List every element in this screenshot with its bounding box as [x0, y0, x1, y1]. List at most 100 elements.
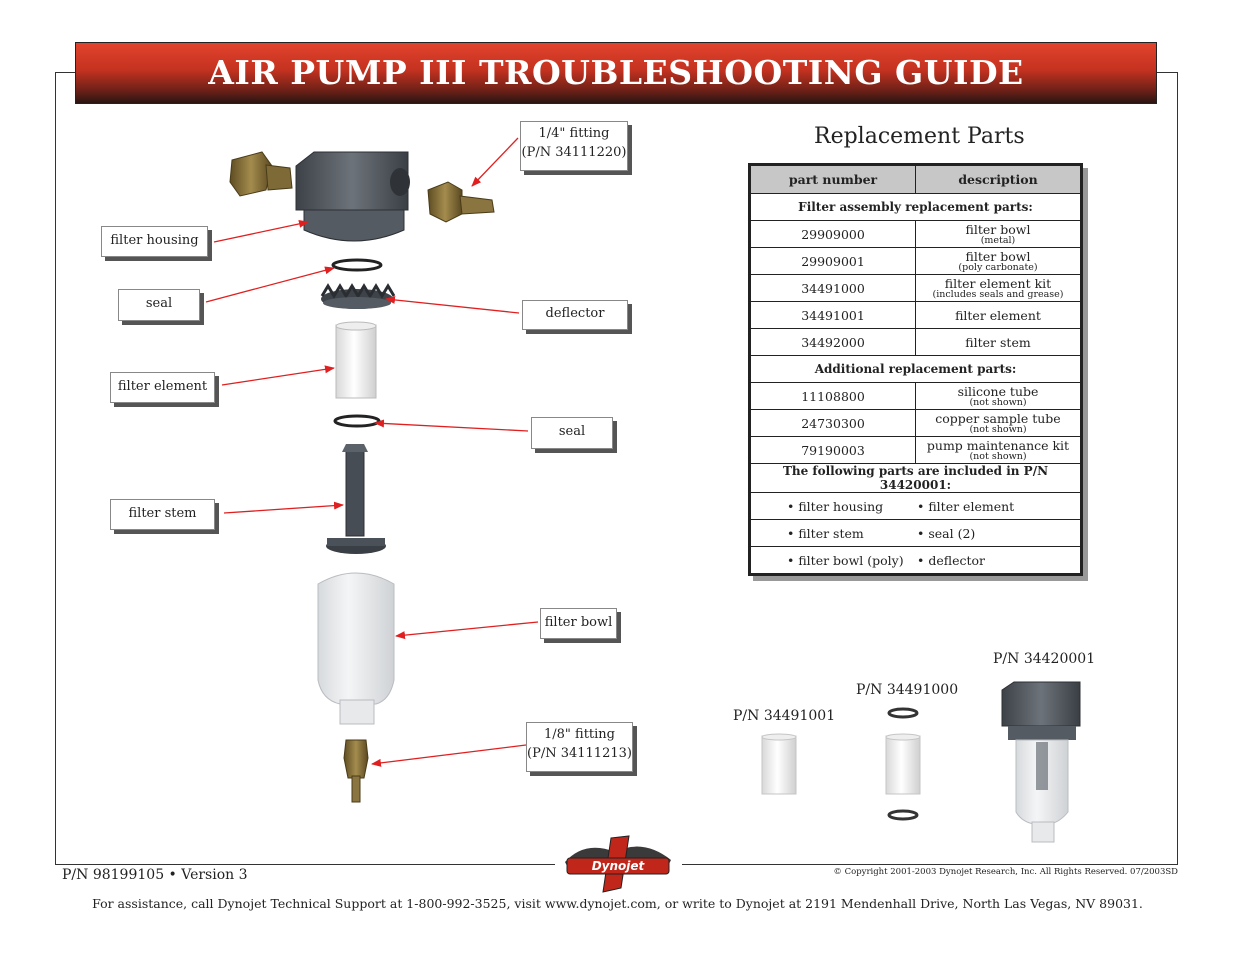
replacement-parts-table: part number description Filter assembly … — [748, 163, 1083, 576]
kit-label-34491000: P/N 34491000 — [856, 682, 959, 698]
description-note: (poly carbonate) — [958, 261, 1038, 273]
footer-copyright: © Copyright 2001-2003 Dynojet Research, … — [833, 867, 1178, 877]
callout-eighth-fitting: 1/8" fitting (P/N 34111213) — [526, 722, 633, 772]
quarter-fitting-right — [427, 181, 495, 223]
callout-deflector-label: deflector — [545, 306, 605, 321]
dynojet-logo: Dynojet — [565, 835, 671, 893]
eighth-fitting-part — [343, 739, 369, 803]
callout-filter-element: filter element — [110, 372, 215, 403]
callout-arrows — [205, 137, 539, 767]
included-items-cell: • filter housing • filter element — [750, 492, 1081, 520]
col-description: description — [915, 165, 1081, 194]
table-header-row: part number description — [750, 165, 1081, 194]
quarter-fitting-left — [229, 151, 293, 197]
seal-top-part — [331, 258, 383, 272]
callout-filter-bowl-label: filter bowl — [544, 615, 613, 630]
callout-filter-housing-label: filter housing — [110, 233, 199, 248]
part-number-cell: 34491000 — [750, 274, 916, 302]
callout-quarter-fitting-line1: 1/4" fitting — [538, 126, 610, 141]
filter-bowl-part — [317, 572, 395, 725]
included-item: • seal (2) — [917, 525, 976, 541]
description-note: (includes seals and grease) — [932, 288, 1064, 300]
callout-filter-stem-label: filter stem — [128, 506, 197, 521]
included-heading: The following parts are included in P/N … — [750, 463, 1081, 493]
filter-element-part — [335, 321, 377, 399]
description-note: (not shown) — [969, 396, 1027, 408]
callout-quarter-fitting: 1/4" fitting (P/N 34111220) — [520, 121, 628, 171]
description-text: filter element kit — [944, 275, 1052, 291]
table-row: • filter stem • seal (2) — [750, 519, 1081, 547]
filter-housing-part — [295, 151, 410, 242]
table-row: • filter housing • filter element — [750, 492, 1081, 520]
callout-filter-bowl: filter bowl — [540, 608, 617, 639]
callout-seal-bottom: seal — [531, 417, 613, 449]
part-number-cell: 24730300 — [750, 409, 916, 437]
col-part-number: part number — [750, 165, 916, 194]
included-item: • filter housing — [787, 498, 884, 514]
part-number-cell: 11108800 — [750, 382, 916, 410]
description-cell: filter bowl(metal) — [915, 220, 1081, 248]
included-item: • deflector — [917, 552, 986, 568]
section-row: The following parts are included in P/N … — [750, 463, 1081, 493]
description-text: filter element — [955, 307, 1041, 323]
seal-bottom-part — [333, 414, 381, 428]
kit-34491000-parts — [885, 707, 921, 821]
callout-quarter-fitting-line2: (P/N 34111220) — [521, 145, 627, 160]
description-cell: filter element kit(includes seals and gr… — [915, 274, 1081, 302]
description-note: (not shown) — [969, 450, 1027, 462]
description-text: copper sample tube — [935, 410, 1061, 426]
callout-seal-top: seal — [118, 289, 200, 321]
callout-filter-element-label: filter element — [117, 379, 208, 394]
callout-deflector: deflector — [522, 300, 628, 330]
part-number-cell: 34491001 — [750, 301, 916, 329]
additional-heading: Additional replacement parts: — [750, 355, 1081, 383]
description-cell: pump maintenance kit(not shown) — [915, 436, 1081, 464]
filter-assembly-heading: Filter assembly replacement parts: — [750, 193, 1081, 221]
replacement-parts-heading: Replacement Parts — [814, 124, 1025, 149]
kit-label-34491001: P/N 34491001 — [733, 708, 836, 724]
callout-filter-stem: filter stem — [110, 499, 215, 530]
kit-34491001-element — [761, 733, 797, 795]
callout-seal-bottom-label: seal — [558, 424, 586, 439]
description-text: filter bowl — [965, 248, 1031, 264]
description-cell: filter element — [915, 301, 1081, 329]
callout-seal-top-label: seal — [145, 296, 173, 311]
included-item: • filter bowl (poly) — [787, 552, 904, 568]
callout-eighth-fitting-line2: (P/N 34111213) — [527, 746, 632, 761]
description-text: filter stem — [965, 334, 1031, 350]
part-number-cell: 29909000 — [750, 220, 916, 248]
included-item: • filter element — [917, 498, 1015, 514]
description-cell: silicone tube(not shown) — [915, 382, 1081, 410]
deflector-part — [320, 283, 396, 309]
part-number-cell: 79190003 — [750, 436, 916, 464]
included-item: • filter stem — [787, 525, 864, 541]
kit-34420001-assembly — [1001, 681, 1081, 843]
section-row: Filter assembly replacement parts: — [750, 193, 1081, 221]
table-row: • filter bowl (poly) • deflector — [750, 546, 1081, 574]
description-text: silicone tube — [957, 383, 1039, 399]
page-title: AIR PUMP III TROUBLESHOOTING GUIDE — [208, 53, 1024, 92]
description-cell: copper sample tube(not shown) — [915, 409, 1081, 437]
part-number-cell: 29909001 — [750, 247, 916, 275]
description-cell: filter bowl(poly carbonate) — [915, 247, 1081, 275]
description-text: pump maintenance kit — [926, 437, 1070, 453]
description-text: filter bowl — [965, 221, 1031, 237]
footer-assistance: For assistance, call Dynojet Technical S… — [92, 896, 1143, 911]
kit-label-34420001: P/N 34420001 — [993, 651, 1096, 667]
callout-filter-housing: filter housing — [101, 226, 208, 257]
table-row: 34491001 filter element — [750, 301, 1081, 329]
part-number-cell: 34492000 — [750, 328, 916, 356]
description-note: (metal) — [980, 234, 1016, 246]
frame-divider-left — [55, 864, 555, 865]
description-cell: filter stem — [915, 328, 1081, 356]
filter-stem-part — [326, 444, 386, 554]
section-row: Additional replacement parts: — [750, 355, 1081, 383]
footer-part-number: P/N 98199105 • Version 3 — [62, 867, 248, 883]
title-banner: AIR PUMP III TROUBLESHOOTING GUIDE — [75, 42, 1157, 104]
